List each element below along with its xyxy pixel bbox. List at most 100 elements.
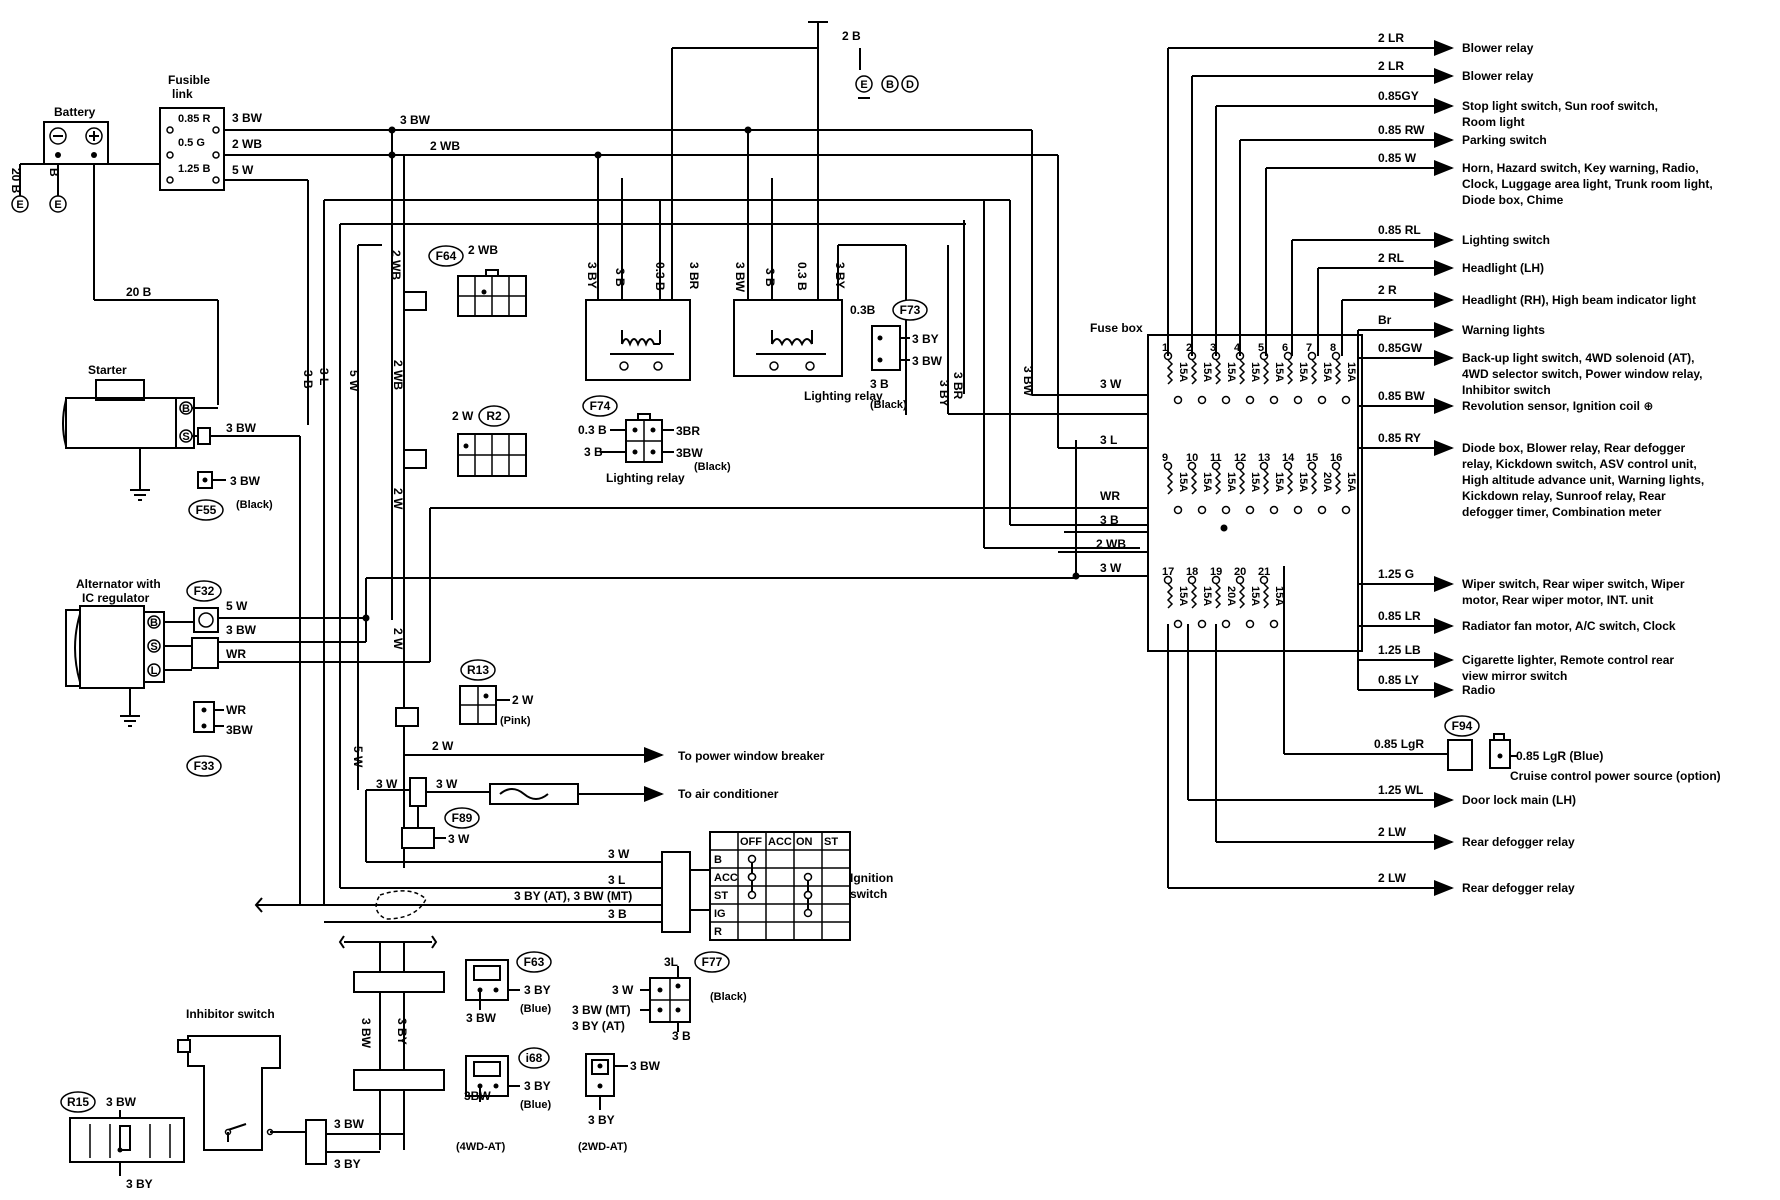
svg-text:F32: F32	[194, 584, 215, 598]
fuse-terminal	[1259, 461, 1269, 471]
connector-2wd-at: 3 BW 3 BY (2WD-AT)	[578, 1053, 661, 1153]
svg-text:2 WB: 2 WB	[430, 139, 460, 153]
svg-text:3 BY (AT), 3 BW (MT): 3 BY (AT), 3 BW (MT)	[514, 889, 632, 903]
output-wire-label: 2 LR	[1378, 59, 1404, 73]
svg-text:3 BW (MT): 3 BW (MT)	[572, 1003, 631, 1017]
fuse-terminal	[1245, 619, 1255, 629]
svg-text:2 W: 2 W	[432, 739, 454, 753]
ignition-contact	[803, 872, 813, 882]
fuse-rating: 15A	[1177, 472, 1189, 492]
connector-f63: F63 3 BY (Blue) 3 BW	[465, 951, 552, 1025]
svg-text:0.85 LgR: 0.85 LgR	[1374, 737, 1424, 751]
ground-icon	[855, 75, 873, 93]
fuse-symbol	[1262, 469, 1270, 495]
fuse-terminal	[1341, 505, 1351, 515]
svg-text:(Black): (Black)	[236, 499, 273, 511]
fuse-number: 15	[1306, 452, 1318, 464]
svg-text:3 B: 3 B	[608, 907, 627, 921]
ignition-row-label: ST	[714, 890, 728, 902]
fuse-rating: 20A	[1225, 586, 1237, 606]
fuse-number: 17	[1162, 566, 1174, 578]
fuse-terminal	[1293, 505, 1303, 515]
output-description: Diode box, Blower relay, Rear defogger	[1462, 441, 1685, 455]
output-wire-label: 0.85 LY	[1378, 673, 1419, 687]
svg-text:F55: F55	[196, 503, 217, 517]
svg-text:F89: F89	[452, 811, 473, 825]
output-wire-label: 0.85 W	[1378, 151, 1417, 165]
output-description: Radiator fan motor, A/C switch, Clock	[1462, 619, 1676, 633]
svg-text:20 B: 20 B	[126, 285, 152, 299]
svg-text:3 BW: 3 BW	[226, 421, 257, 435]
svg-text:3 B: 3 B	[1100, 513, 1119, 527]
ignition-row-label: ACC	[714, 872, 738, 884]
fuse-symbol	[1214, 359, 1222, 385]
svg-text:3BR: 3BR	[676, 424, 700, 438]
svg-text:F33: F33	[194, 759, 215, 773]
svg-text:3BW: 3BW	[464, 1089, 491, 1103]
fuse-number: 11	[1210, 452, 1222, 464]
svg-text:Fusible: Fusible	[168, 73, 210, 87]
output-description: Headlight (LH)	[1462, 261, 1544, 275]
ignition-header: OFF	[740, 836, 762, 848]
fuse-symbol	[1238, 583, 1246, 609]
output-description: view mirror switch	[1462, 669, 1567, 683]
fuse-rating: 15A	[1225, 362, 1237, 382]
svg-text:3 BY: 3 BY	[912, 332, 939, 346]
fuse-terminal	[1307, 461, 1317, 471]
svg-text:3 BY: 3 BY	[585, 262, 599, 289]
svg-text:3 BY: 3 BY	[395, 1018, 409, 1045]
fuse-rating: 15A	[1249, 362, 1261, 382]
svg-text:WR: WR	[226, 703, 246, 717]
svg-text:B: B	[150, 617, 158, 629]
output-wire-label: 1.25 G	[1378, 567, 1414, 581]
output-wire-label: 2 LW	[1378, 825, 1407, 839]
svg-text:1.25 B: 1.25 B	[178, 163, 210, 175]
fuse-rating: 15A	[1249, 586, 1261, 606]
fuse-terminal	[1235, 461, 1245, 471]
fuse-number: 5	[1258, 342, 1264, 354]
svg-text:2 W: 2 W	[452, 409, 474, 423]
svg-text:link: link	[172, 87, 193, 101]
svg-text:S: S	[150, 641, 157, 653]
svg-text:2 B: 2 B	[842, 29, 861, 43]
fuse-number: 8	[1330, 342, 1336, 354]
svg-text:5 W: 5 W	[351, 746, 365, 768]
fuse-rating: 15A	[1201, 362, 1213, 382]
svg-text:Lighting relay: Lighting relay	[606, 471, 685, 485]
inhibitor-switch: 3 BW 3 BY Inhibitor switch 3 BW 3 BY	[177, 935, 445, 1171]
fuse-number: 4	[1234, 342, 1241, 354]
svg-text:3 BY: 3 BY	[126, 1177, 153, 1191]
svg-text:0.3B: 0.3B	[850, 303, 876, 317]
svg-text:3 W: 3 W	[376, 777, 398, 791]
output-description: Clock, Luggage area light, Trunk room li…	[1462, 177, 1713, 191]
svg-text:2 WB: 2 WB	[389, 250, 403, 280]
svg-text:3 L: 3 L	[1100, 433, 1117, 447]
output-description: Rear defogger relay	[1462, 835, 1575, 849]
output-description: Cigarette lighter, Remote control rear	[1462, 653, 1674, 667]
battery: Battery E E 20 B B 20 B	[9, 105, 219, 405]
fuse-terminal	[1221, 395, 1231, 405]
output-wire-label: 0.85 LR	[1378, 609, 1421, 623]
svg-text:F73: F73	[900, 303, 921, 317]
svg-text:(Black): (Black)	[710, 991, 747, 1003]
fuse-rating: 15A	[1273, 362, 1285, 382]
fuse-number: 2	[1186, 342, 1192, 354]
fuse-terminal	[1245, 505, 1255, 515]
svg-text:E: E	[860, 79, 867, 91]
svg-text:3 BW: 3 BW	[912, 354, 943, 368]
fusible-link: Fusible link 0.85 R 0.5 G 1.25 B 3 BW 2 …	[159, 73, 460, 191]
fuse-number: 18	[1186, 566, 1198, 578]
svg-text:Starter: Starter	[88, 363, 127, 377]
connector-f64: F64 2 WB	[403, 243, 527, 317]
svg-text:(4WD-AT): (4WD-AT)	[456, 1141, 506, 1153]
svg-text:3BW: 3BW	[226, 723, 253, 737]
fuse-symbol	[1190, 469, 1198, 495]
fuse-terminal	[1269, 619, 1279, 629]
svg-text:(Blue): (Blue)	[520, 1003, 552, 1015]
